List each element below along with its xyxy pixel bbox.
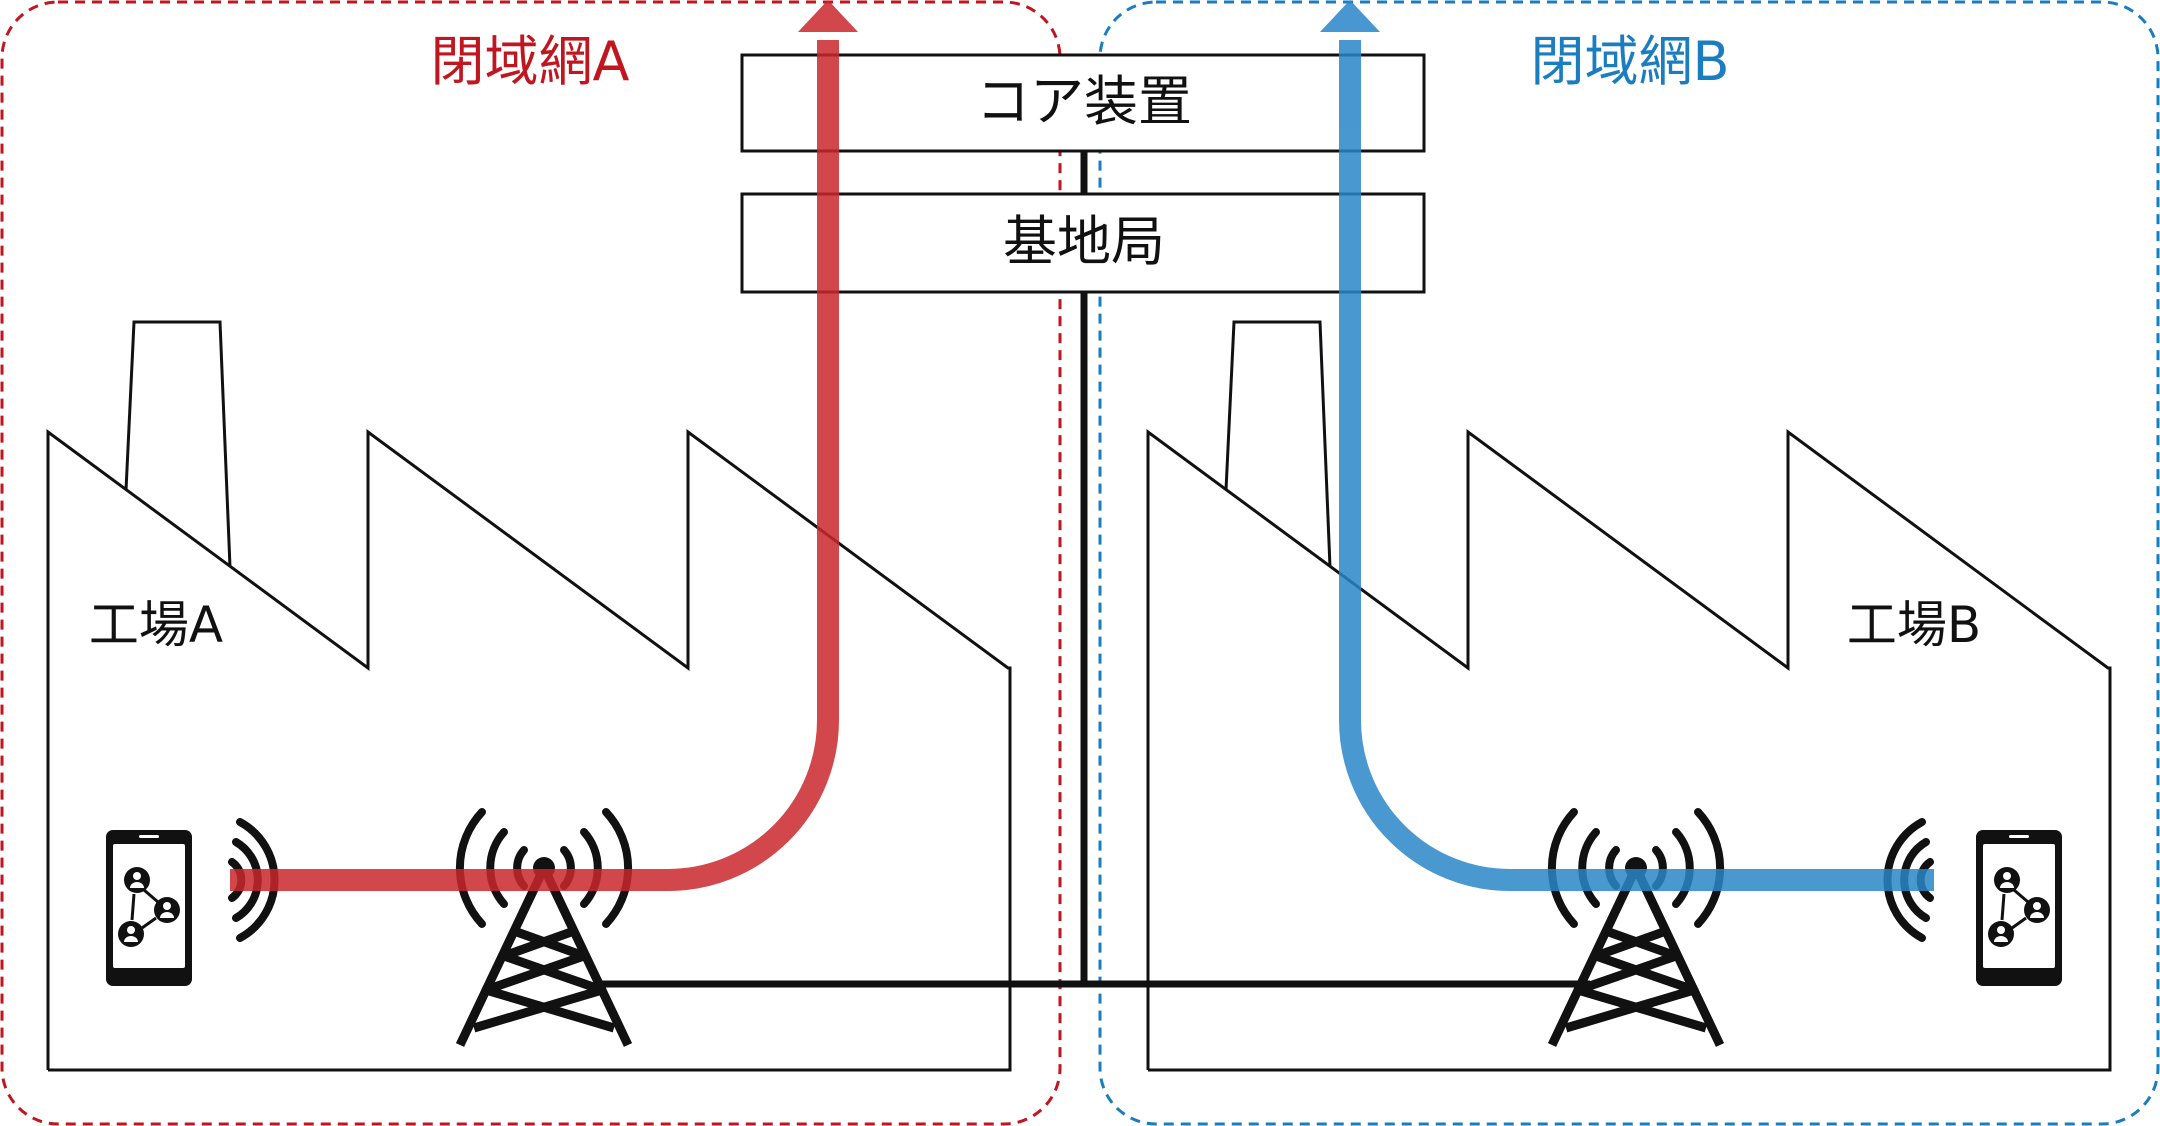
factory-b-label: 工場B: [1847, 596, 1981, 654]
factory-a-building: [46, 320, 1012, 1072]
network-a-boundary: [0, 0, 1062, 1126]
cell-tower-icon: [1552, 812, 1720, 1045]
core-device-label: コア装置: [976, 70, 1192, 133]
smartphone-network-icon: [1974, 828, 2064, 988]
network-b-boundary: [1098, 0, 2160, 1126]
base-station-label: 基地局: [1003, 210, 1165, 273]
network-a-path: [230, 0, 858, 891]
factory-a-label: 工場A: [89, 596, 223, 654]
network-b-path: [1320, 0, 1934, 891]
base-station-box: [740, 192, 1426, 294]
network-a-label: 閉域網A: [431, 30, 630, 93]
network-b-label: 閉域網B: [1530, 30, 1729, 93]
core-device-box: [740, 53, 1426, 153]
smartphone-network-icon: [104, 828, 194, 988]
factory-b-building: [1146, 320, 2112, 1072]
cell-tower-icon: [460, 812, 628, 1045]
